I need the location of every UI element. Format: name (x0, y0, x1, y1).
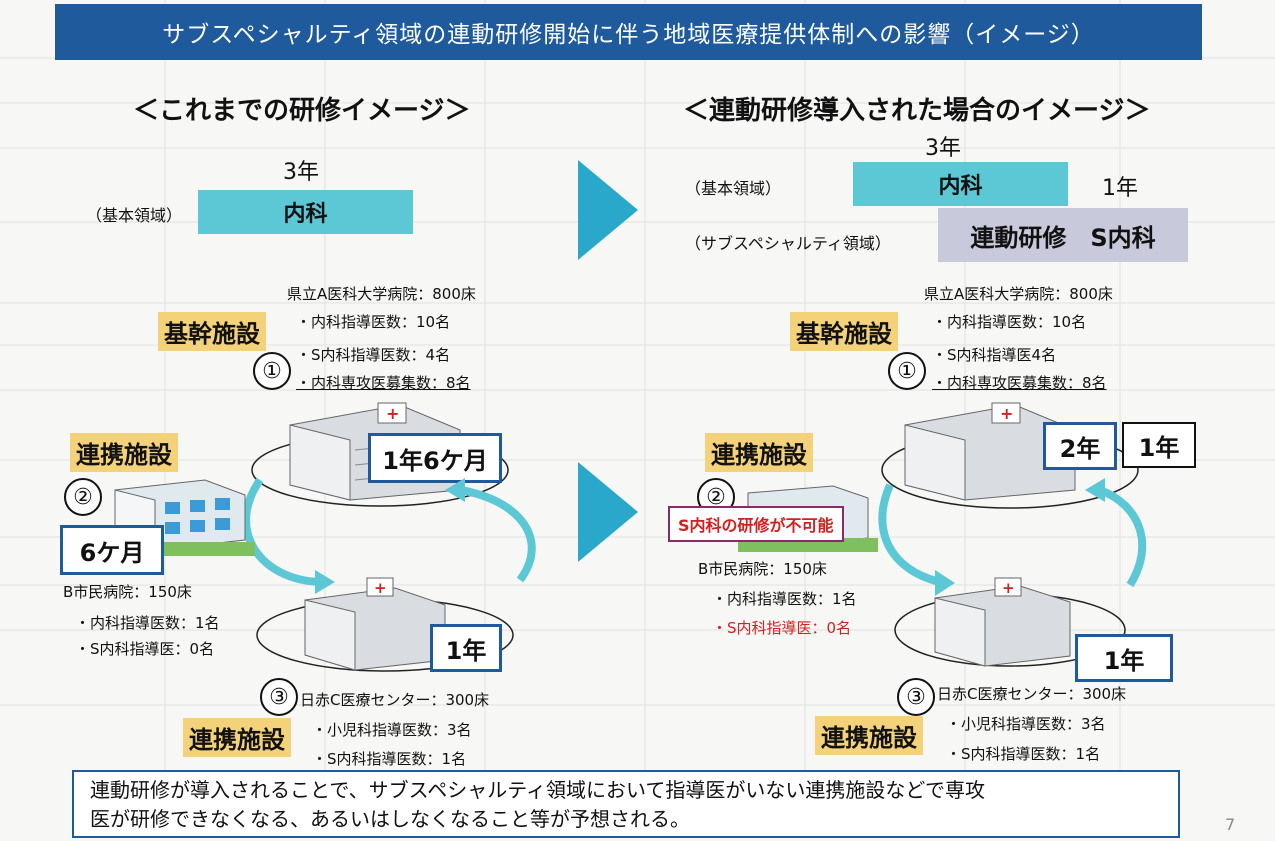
right-p3-label: 連携施設 (815, 716, 923, 755)
summary-note: 連動研修が導入されることで、サブスペシャルティ領域において指導医がいない連携施設… (72, 770, 1180, 838)
hospital-building-icon: + (256, 577, 514, 672)
right-p2-item-warning: ・S内科指導医：0名 (712, 619, 852, 637)
summary-line-1: 連動研修が導入されることで、サブスペシャルティ領域において指導医がいない連携施設… (90, 778, 985, 802)
svg-text:+: + (386, 404, 399, 423)
slide-title: サブスペシャルティ領域の連動研修開始に伴う地域医療提供体制への影響（イメージ） (55, 4, 1202, 60)
left-p2-item: ・S内科指導医：0名 (75, 640, 215, 658)
left-p2-label: 連携施設 (70, 433, 178, 472)
right-hub-item: ・内科専攻医募集数：8名 (932, 374, 1107, 392)
right-p3-name: 日赤C医療センター：300床 (937, 685, 1127, 703)
right-p2-item: ・内科指導医数：1名 (712, 590, 857, 608)
facility-number-3: ③ (897, 678, 935, 716)
left-p2-name: B市民病院：150床 (63, 583, 192, 601)
left-basic-label: （基本領域） (86, 206, 183, 225)
hub-number-1: ① (253, 352, 291, 390)
right-internal-bar: 内科 (853, 162, 1068, 206)
right-hub-duration-a: 2年 (1043, 422, 1117, 470)
left-internal-bar: 内科 (198, 190, 413, 234)
right-p3-duration: 1年 (1075, 634, 1173, 682)
left-hub-item: ・S内科指導医数：4名 (296, 346, 451, 364)
right-hub-item: ・内科指導医数：10名 (932, 313, 1087, 331)
hospital-building-icon: + (894, 577, 1126, 667)
left-p3-item: ・S内科指導医数：1名 (312, 750, 467, 768)
left-p3-duration: 1年 (430, 624, 502, 672)
left-hub-duration: 1年6ケ月 (368, 433, 502, 483)
left-heading: ＜これまでの研修イメージ＞ (133, 96, 471, 126)
right-hub-name: 県立A医科大学病院：800床 (924, 285, 1113, 303)
hub-number-1: ① (888, 352, 926, 390)
right-years-label: 3年 (925, 136, 961, 161)
left-p3-label: 連携施設 (183, 718, 291, 757)
left-p2-duration: 6ケ月 (60, 525, 164, 575)
left-p3-name: 日赤C医療センター：300床 (300, 691, 490, 709)
right-p3-item: ・S内科指導医数：1名 (946, 745, 1101, 763)
right-hub-label: 基幹施設 (790, 312, 898, 351)
right-arrow-icon (578, 462, 638, 562)
hospital-building-icon: + (881, 402, 1139, 509)
left-years-label: 3年 (283, 160, 319, 185)
rotation-arrow-icon (878, 478, 1147, 596)
left-hub-label: 基幹施設 (158, 312, 266, 351)
right-one-year: 1年 (1102, 176, 1138, 201)
right-arrow-icon (578, 160, 638, 260)
right-p2-warning: S内科の研修が不可能 (668, 506, 844, 542)
svg-text:+: + (1002, 579, 1015, 597)
right-p2-label: 連携施設 (705, 433, 813, 472)
left-p3-item: ・小児科指導医数：3名 (312, 721, 472, 739)
right-heading: ＜連動研修導入された場合のイメージ＞ (683, 96, 1151, 126)
right-p2-name: B市民病院：150床 (698, 560, 827, 578)
facility-number-3: ③ (260, 678, 298, 716)
facility-number-2: ② (64, 478, 102, 516)
left-hub-name: 県立A医科大学病院：800床 (287, 285, 476, 303)
page-number: 7 (1225, 815, 1236, 834)
right-sub-label: （サブスペシャルティ領域） (685, 234, 891, 253)
right-sub-bar: 連動研修 S内科 (938, 208, 1188, 262)
summary-line-2: 医が研修できなくなる、あるいはしなくなること等が予想される。 (90, 807, 690, 831)
left-p2-item: ・内科指導医数：1名 (75, 614, 220, 632)
left-hub-item: ・内科指導医数：10名 (296, 313, 451, 331)
svg-text:+: + (374, 579, 387, 597)
right-hub-item: ・S内科指導医4名 (932, 346, 1057, 364)
right-basic-label: （基本領域） (685, 179, 782, 198)
svg-text:+: + (1000, 404, 1013, 423)
right-p3-item: ・小児科指導医数：3名 (946, 715, 1106, 733)
left-hub-item: ・内科専攻医募集数：8名 (296, 374, 471, 392)
right-hub-duration-b: 1年 (1122, 422, 1196, 468)
